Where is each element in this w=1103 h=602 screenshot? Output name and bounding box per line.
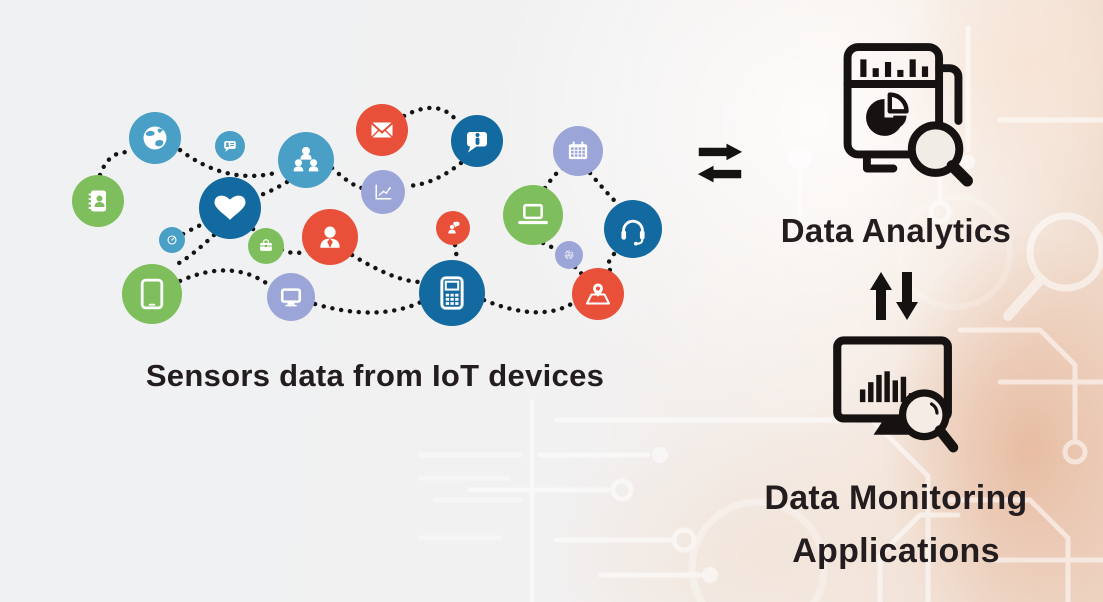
map-pin-node-icon — [572, 268, 624, 320]
envelope-node-icon — [356, 104, 408, 156]
data-monitoring-line1: Data Monitoring — [764, 479, 1028, 517]
data-analytics-label: Data Analytics — [780, 212, 1012, 249]
laptop-node-icon — [503, 185, 563, 245]
sensors-caption: Sensors data from IoT devices — [145, 358, 605, 393]
briefcase-node-icon — [248, 228, 284, 264]
chat-user-node-icon — [215, 131, 245, 161]
calendar-node-icon — [553, 126, 603, 176]
tablet-node-icon — [122, 264, 182, 324]
data-analytics-icon — [843, 43, 973, 187]
swap-vertical-arrows-icon — [870, 272, 918, 320]
data-monitoring-icon — [833, 336, 959, 453]
user-chat-node-icon — [436, 211, 470, 245]
team-node-icon — [278, 132, 334, 188]
info-node-icon — [451, 115, 503, 167]
gauge-node-icon — [159, 227, 185, 253]
data-monitoring-label: Data Monitoring Applications — [700, 472, 1092, 578]
phone-node-icon — [419, 260, 485, 326]
monitor-node-icon — [267, 273, 315, 321]
swap-horizontal-arrows-icon — [697, 143, 743, 183]
fingerprint-node-icon — [555, 241, 583, 269]
contact-book-node-icon — [72, 175, 124, 227]
line-chart-node-icon — [361, 170, 405, 214]
globe-node-icon — [129, 112, 181, 164]
data-monitoring-line2: Applications — [792, 532, 1000, 570]
heart-node-icon — [199, 177, 261, 239]
user-node-icon — [302, 209, 358, 265]
headset-node-icon — [604, 200, 662, 258]
dotted-connections — [97, 105, 623, 315]
